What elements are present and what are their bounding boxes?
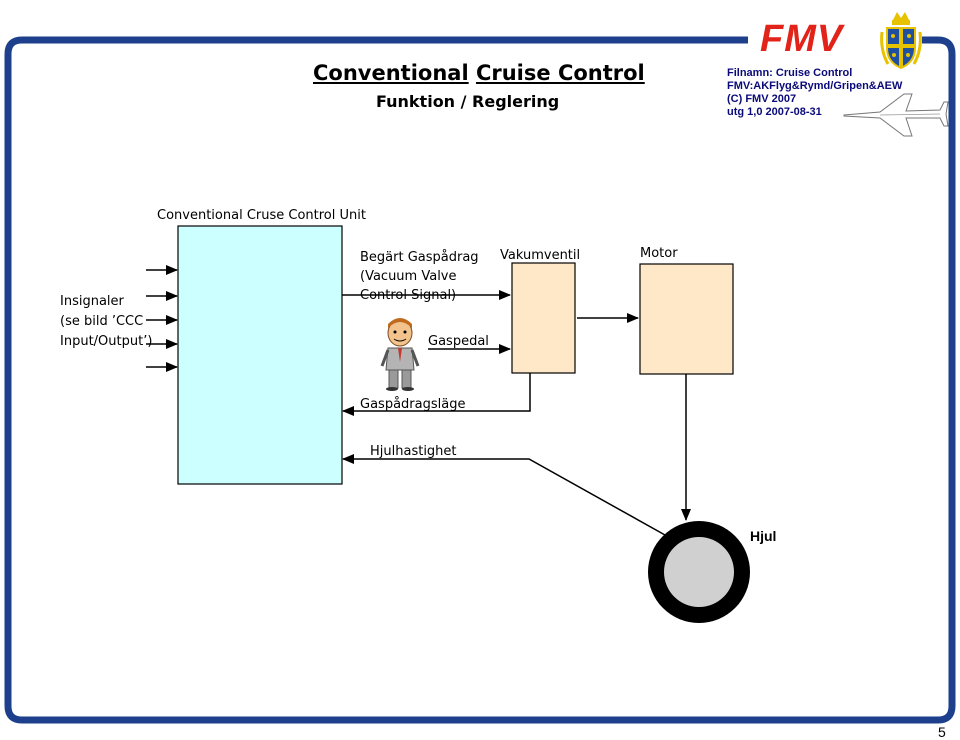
ccu-title: Conventional Cruse Control Unit [157, 208, 366, 223]
page-number: 5 [938, 724, 946, 740]
wheel-speed-feedback [342, 454, 666, 536]
throttle-position-label: Gaspådragsläge [360, 397, 466, 412]
page-subtitle: Funktion / Reglering [376, 92, 560, 111]
meta-line: FMV:AKFlyg&Rymd/Gripen&AEW [727, 80, 903, 92]
ccu-box [177, 225, 343, 485]
wheel-hub [664, 537, 734, 607]
gaspedal-label: Gaspedal [428, 334, 489, 349]
meta-line: Filnamn: Cruise Control [727, 67, 853, 79]
gripen-aircraft-icon [843, 93, 949, 137]
fmv-logo: FMV [760, 18, 844, 60]
person-icon [380, 318, 420, 391]
throttle-position-feedback [342, 373, 531, 416]
page-title: Conventional Cruise Control [313, 61, 645, 85]
motor-box [639, 263, 734, 375]
vakumventil-label: Vakumventil [500, 248, 581, 263]
throttle-request-label: Begärt Gaspådrag (Vacuum Valve Control S… [360, 250, 479, 303]
file-meta: Filnamn: Cruise Control FMV:AKFlyg&Rymd/… [727, 67, 902, 119]
inputs-label: Insignaler (se bild ’CCC Input/Output’) [60, 294, 153, 349]
meta-line: utg 1,0 2007-08-31 [727, 106, 822, 118]
meta-line: (C) FMV 2007 [727, 93, 797, 105]
vakumventil-box [511, 262, 576, 374]
wheel-label: Hjul [750, 528, 777, 544]
motor-label: Motor [640, 246, 678, 261]
swedish-crest-icon [880, 12, 922, 70]
wheel-speed-label: Hjulhastighet [370, 444, 457, 459]
